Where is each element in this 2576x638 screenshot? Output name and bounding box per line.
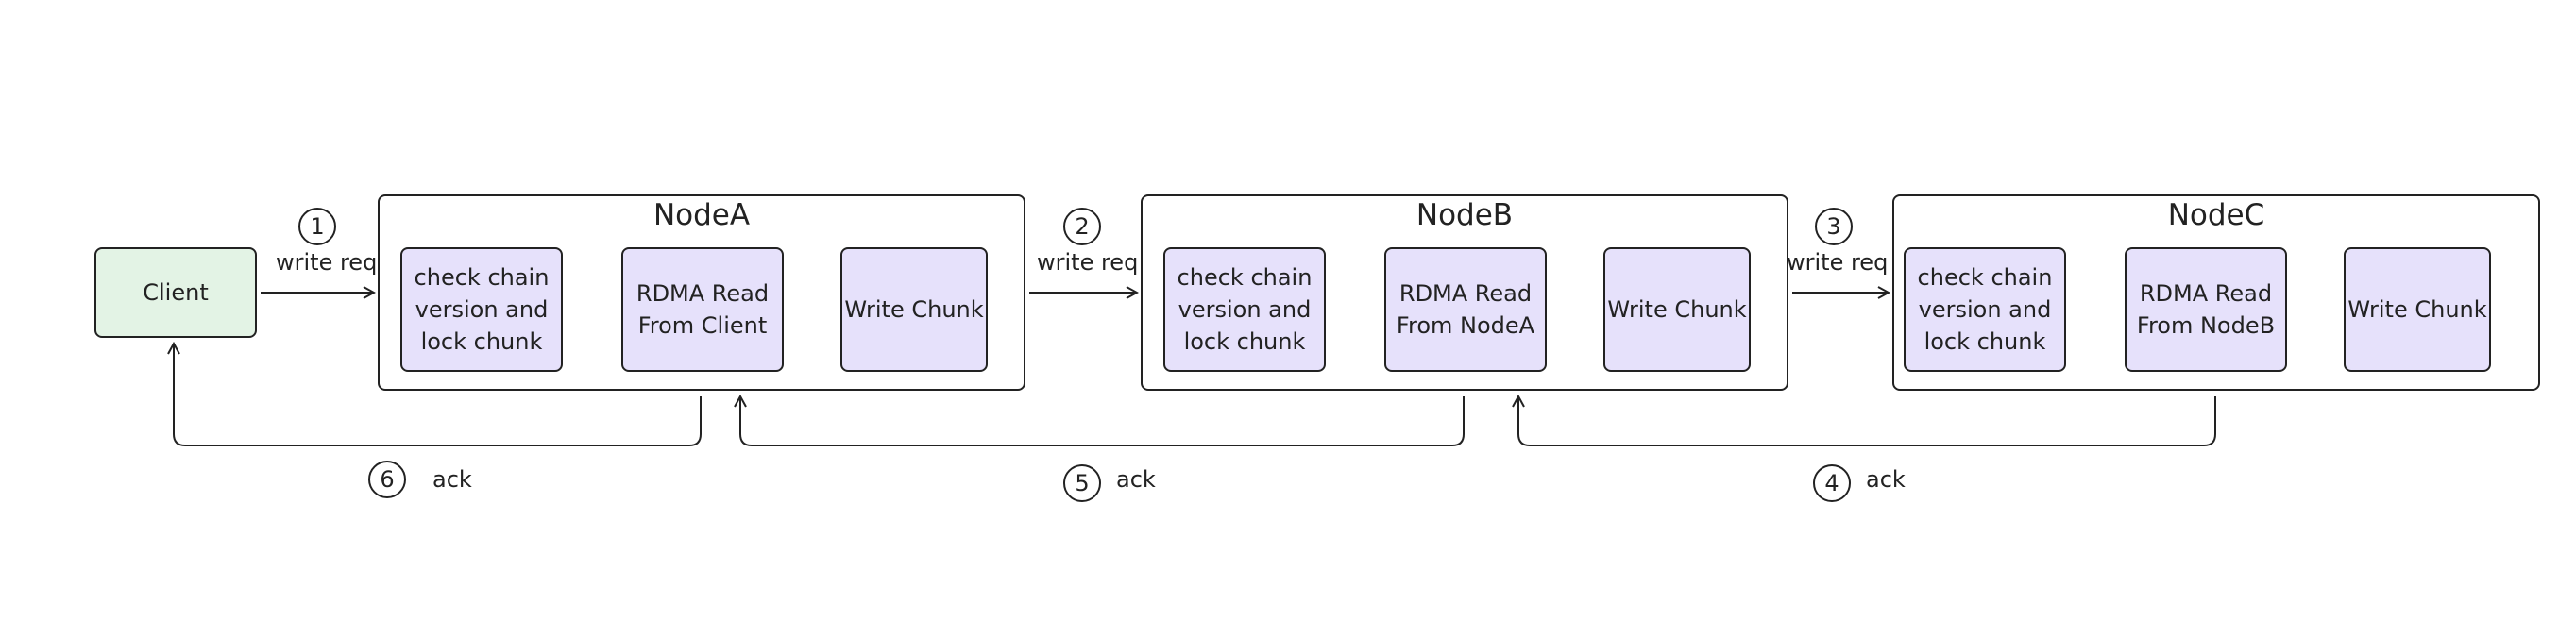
- ack-6-number: 6: [368, 461, 406, 498]
- node-b-step-write: [1603, 247, 1751, 372]
- node-b-step-lock: [1163, 247, 1326, 372]
- node-b-title: NodeB: [1415, 198, 1514, 232]
- node-c-step-rdma-label: RDMA Read From NodeB: [2136, 280, 2276, 339]
- ack-path-nodeb-to-nodea: [740, 396, 1465, 446]
- request-1-label: write req: [276, 249, 378, 276]
- ack-path-nodec-to-nodeb: [1518, 396, 2216, 446]
- ack-5-label: ack: [1116, 466, 1156, 493]
- node-b-step-rdma-label: RDMA Read From NodeA: [1396, 280, 1535, 339]
- node-a-step-rdma-label: RDMA Read From Client: [636, 280, 770, 339]
- node-c-title: NodeC: [2167, 198, 2265, 232]
- node-b-step-rdma: [1384, 247, 1547, 372]
- node-a-step-lock-label: check chain version and lock chunk: [414, 264, 550, 355]
- client-label: Client: [143, 279, 209, 306]
- request-1-number: 1: [298, 208, 336, 245]
- node-a-step-write: [840, 247, 988, 372]
- node-a-title: NodeA: [652, 198, 751, 232]
- ack-4-label: ack: [1866, 466, 1906, 493]
- ack-path-nodea-to-client: [174, 344, 702, 446]
- node-a-step-rdma: [621, 247, 784, 372]
- ack-4-number: 4: [1813, 464, 1851, 502]
- node-c-step-lock-label: check chain version and lock chunk: [1917, 264, 2053, 355]
- node-c-step-lock: [1904, 247, 2066, 372]
- ack-5-number: 5: [1063, 464, 1101, 502]
- request-2-label: write req: [1037, 249, 1139, 276]
- request-3-number: 3: [1815, 208, 1853, 245]
- node-a-step-lock: [400, 247, 563, 372]
- node-b-step-lock-label: check chain version and lock chunk: [1177, 264, 1313, 355]
- node-c-step-rdma: [2125, 247, 2287, 372]
- node-b-step-write-label: Write Chunk: [1607, 296, 1747, 323]
- client-box: [94, 247, 257, 338]
- node-a-step-write-label: Write Chunk: [844, 296, 984, 323]
- node-c-step-write: [2344, 247, 2491, 372]
- node-c-step-write-label: Write Chunk: [2347, 296, 2487, 323]
- request-3-label: write req: [1787, 249, 1889, 276]
- ack-6-label: ack: [432, 466, 472, 493]
- request-2-number: 2: [1063, 208, 1101, 245]
